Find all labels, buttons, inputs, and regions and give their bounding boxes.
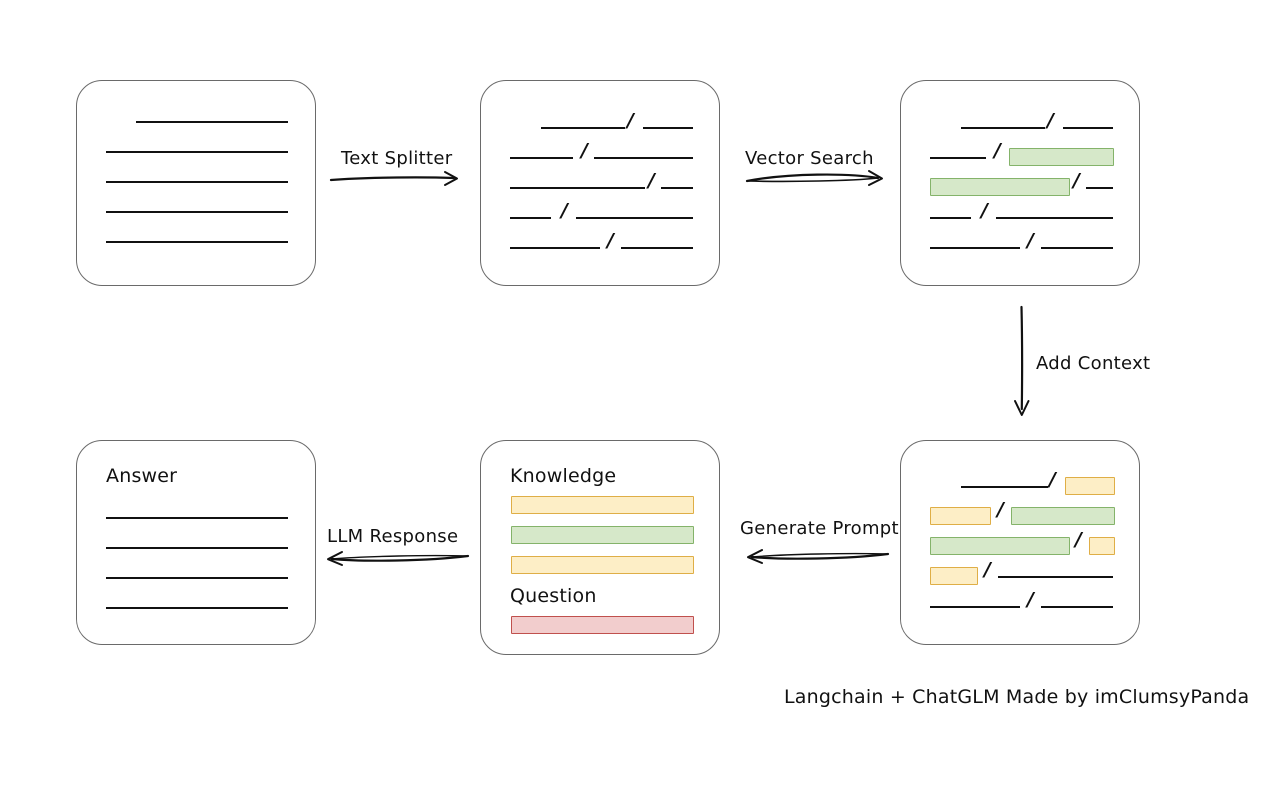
text-rule xyxy=(510,217,551,219)
text-rule xyxy=(1063,127,1113,129)
text-rule xyxy=(594,157,693,159)
matched-chunk-highlight[interactable] xyxy=(930,537,1070,555)
knowledge-bar[interactable] xyxy=(511,526,694,544)
text-rule xyxy=(1041,606,1113,608)
text-rule xyxy=(961,486,1048,488)
text-rule xyxy=(643,127,693,129)
arrow-label-text-splitter: Text Splitter xyxy=(341,148,453,169)
knowledge-bar[interactable] xyxy=(511,496,694,514)
question-bar[interactable] xyxy=(511,616,694,634)
text-rule xyxy=(106,607,288,609)
matched-chunk-highlight[interactable] xyxy=(1009,148,1114,166)
text-rule xyxy=(930,606,1020,608)
arrow-vector-search xyxy=(745,170,883,186)
chunk-separator: / xyxy=(1075,528,1082,551)
text-rule xyxy=(576,217,693,219)
text-rule xyxy=(1086,187,1113,189)
chunk-separator: / xyxy=(984,558,991,581)
context-chunk-highlight[interactable] xyxy=(1089,537,1115,555)
prompt-heading-knowledge: Knowledge xyxy=(510,465,617,487)
chunk-separator: / xyxy=(627,109,634,132)
text-rule xyxy=(541,127,625,129)
chunk-separator: / xyxy=(648,169,655,192)
footer-credit: Langchain + ChatGLM Made by imClumsyPand… xyxy=(784,686,1250,708)
chunk-separator: / xyxy=(1047,109,1054,132)
text-rule xyxy=(930,247,1020,249)
text-rule xyxy=(106,577,288,579)
matched-chunk-highlight[interactable] xyxy=(930,178,1070,196)
chunk-separator: / xyxy=(1027,588,1034,611)
text-rule xyxy=(136,121,288,123)
node-prompt[interactable]: Knowledge Question xyxy=(480,440,720,655)
text-rule xyxy=(510,247,600,249)
text-rule xyxy=(996,217,1113,219)
text-rule xyxy=(106,517,288,519)
text-rule xyxy=(510,187,645,189)
arrow-add-context xyxy=(1014,305,1030,416)
text-rule xyxy=(930,217,971,219)
chunk-separator: / xyxy=(581,139,588,162)
text-rule xyxy=(106,211,288,213)
chunk-separator: / xyxy=(561,199,568,222)
text-rule xyxy=(106,547,288,549)
text-rule xyxy=(998,576,1113,578)
arrow-label-llm-response: LLM Response xyxy=(327,526,459,547)
node-answer[interactable]: Answer xyxy=(76,440,316,645)
text-rule xyxy=(661,187,693,189)
chunk-separator: / xyxy=(997,498,1004,521)
context-chunk-highlight[interactable] xyxy=(1065,477,1115,495)
text-rule xyxy=(930,157,986,159)
node-split-chunks[interactable]: / / / / / xyxy=(480,80,720,286)
chunk-separator: / xyxy=(1027,229,1034,252)
text-rule xyxy=(106,181,288,183)
chunk-separator: / xyxy=(607,229,614,252)
text-rule xyxy=(106,151,288,153)
answer-heading: Answer xyxy=(106,465,178,487)
chunk-separator: / xyxy=(1073,169,1080,192)
node-source-document[interactable] xyxy=(76,80,316,286)
prompt-heading-question: Question xyxy=(510,585,597,607)
text-rule xyxy=(961,127,1045,129)
arrow-label-add-context: Add Context xyxy=(1036,353,1151,374)
text-rule xyxy=(106,241,288,243)
arrow-generate-prompt xyxy=(747,549,890,564)
matched-chunk-highlight[interactable] xyxy=(1011,507,1115,525)
chunk-separator: / xyxy=(1049,468,1056,491)
arrow-text-splitter xyxy=(329,171,458,186)
context-chunk-highlight[interactable] xyxy=(930,567,978,585)
text-rule xyxy=(1041,247,1113,249)
node-matched-chunks[interactable]: / / / / / xyxy=(900,80,1140,286)
node-context-chunks[interactable]: / / / / / xyxy=(900,440,1140,645)
arrow-llm-response xyxy=(327,551,470,566)
text-rule xyxy=(510,157,573,159)
chunk-separator: / xyxy=(981,199,988,222)
arrow-label-vector-search: Vector Search xyxy=(745,148,874,169)
context-chunk-highlight[interactable] xyxy=(930,507,991,525)
knowledge-bar[interactable] xyxy=(511,556,694,574)
chunk-separator: / xyxy=(994,139,1001,162)
text-rule xyxy=(621,247,693,249)
arrow-label-generate-prompt: Generate Prompt xyxy=(740,518,899,539)
